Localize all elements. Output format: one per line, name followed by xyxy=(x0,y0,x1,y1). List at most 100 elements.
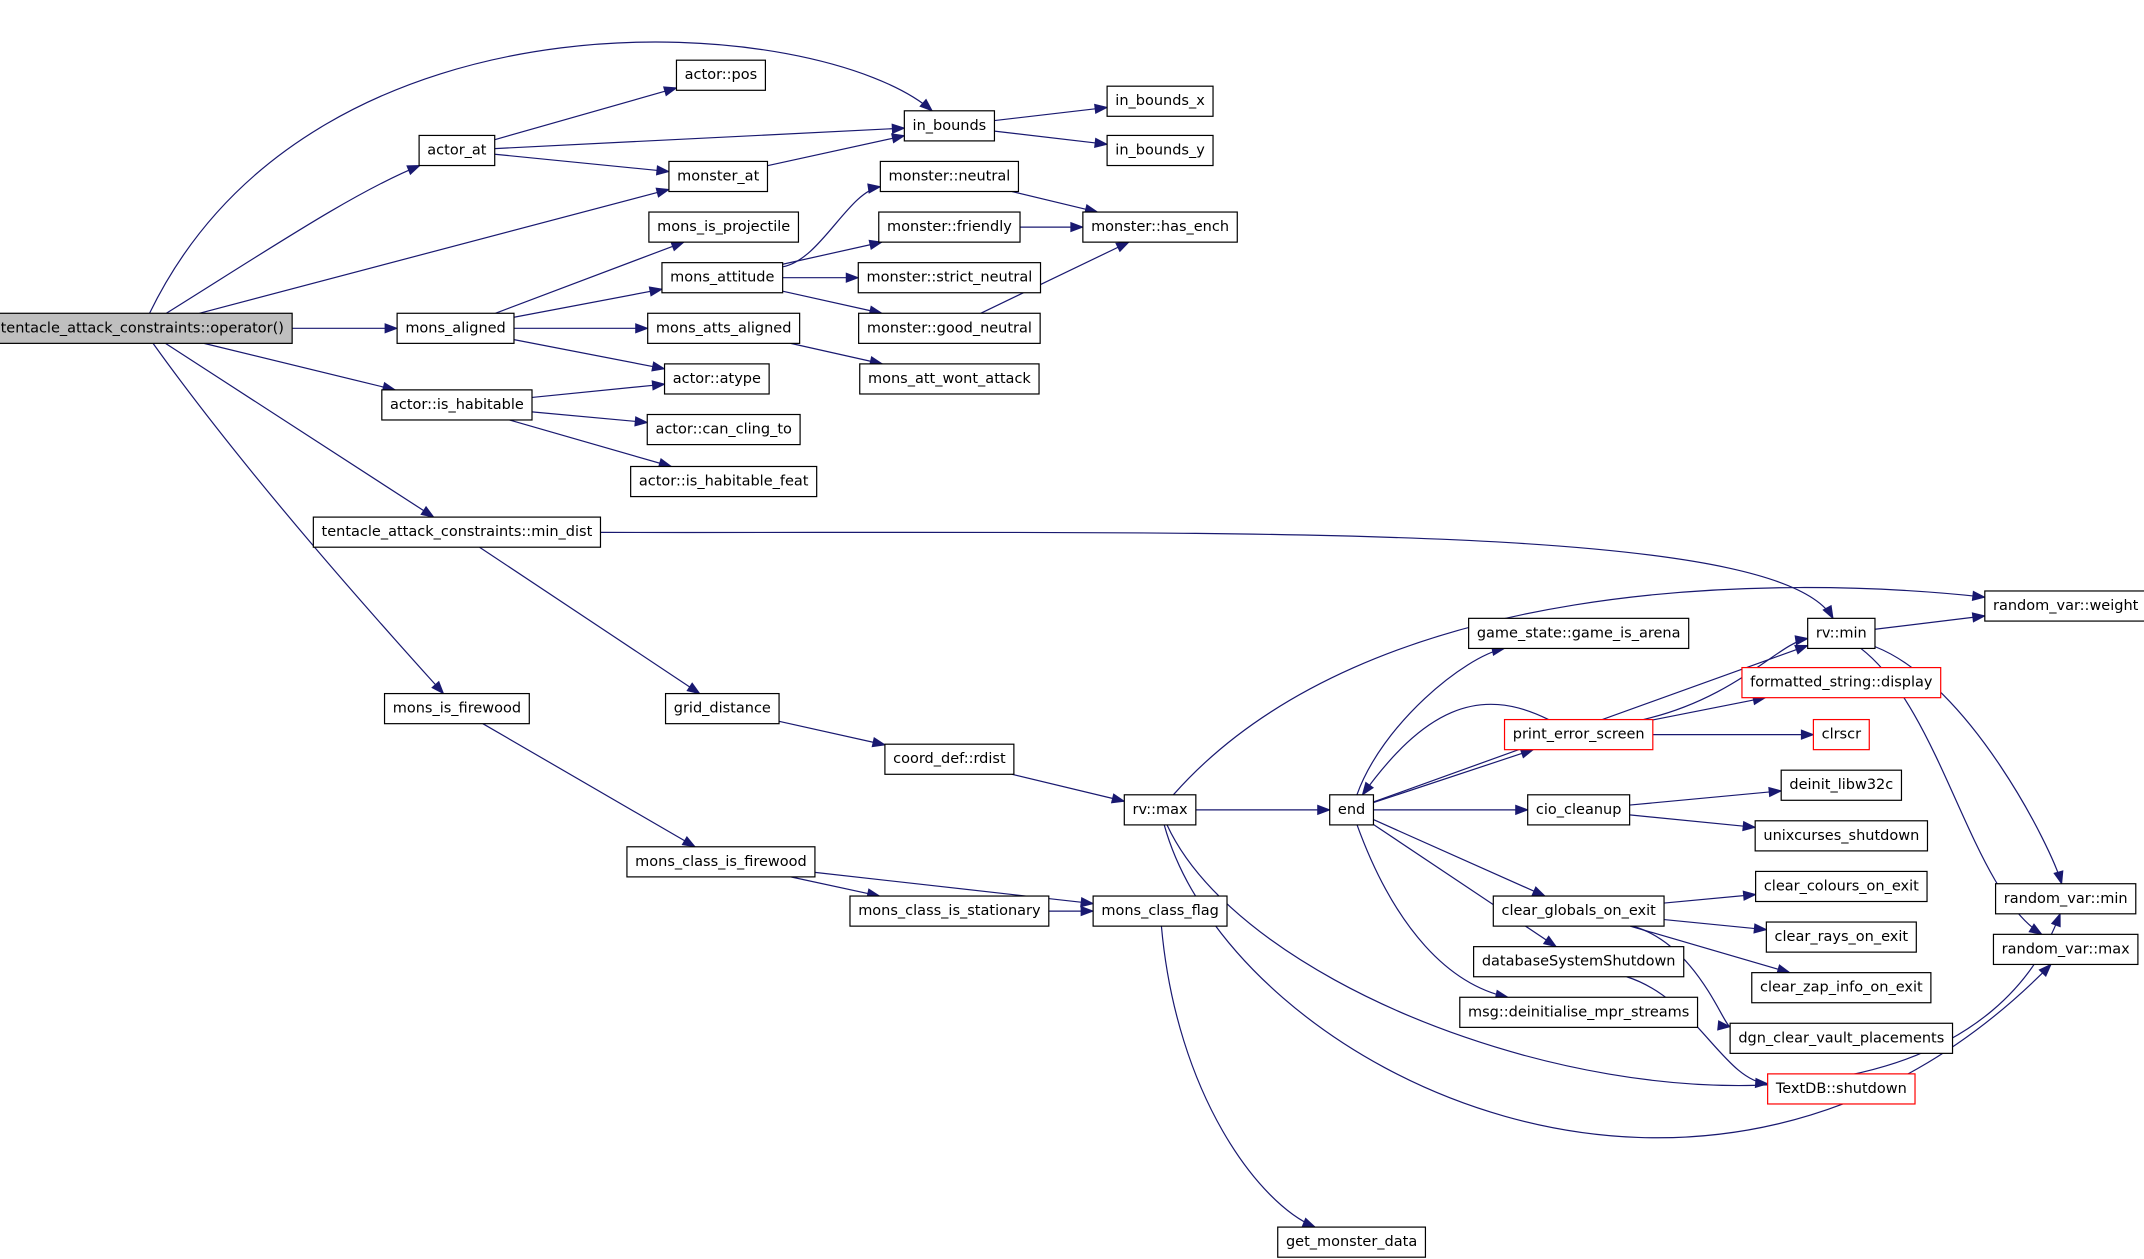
arrowhead xyxy=(1317,804,1332,816)
node-mons-class-flag[interactable]: mons_class_flag xyxy=(1092,895,1228,927)
node-end[interactable]: end xyxy=(1329,794,1375,826)
arrowhead xyxy=(2028,923,2043,936)
node-box xyxy=(1767,1073,1916,1105)
edge-mons_class_is_firewood-to-mons_class_is_stationary xyxy=(790,876,881,899)
node-formatted-string-display[interactable]: formatted_string::display xyxy=(1741,666,1942,699)
node-label: mons_att_wont_attack xyxy=(868,371,1031,387)
node-in-bounds-x[interactable]: in_bounds_x xyxy=(1106,85,1214,117)
node-label: monster::good_neutral xyxy=(867,320,1032,336)
node-root[interactable]: tentacle_attack_constraints::operator() xyxy=(0,312,293,344)
node-unixcurses-shutdown[interactable]: unixcurses_shutdown xyxy=(1754,820,1929,852)
arrowhead xyxy=(1080,905,1095,917)
node-box xyxy=(630,465,818,498)
edge-monster_friendly-to-monster_has_ench xyxy=(1020,221,1085,233)
node-box xyxy=(1994,883,2137,915)
edge-print_error_screen-to-clrscr xyxy=(1652,729,1815,740)
node-box xyxy=(646,413,801,446)
edge-clear_globals_on_exit-to-clear_rays_on_exit xyxy=(1663,918,1768,934)
arrowhead xyxy=(2038,963,2052,978)
node-box xyxy=(1492,895,1665,927)
edge-line xyxy=(778,720,886,746)
node-random-var-weight[interactable]: random_var::weight xyxy=(1984,590,2144,622)
node-min-dist[interactable]: tentacle_attack_constraints::min_dist xyxy=(312,516,602,548)
node-box xyxy=(1755,870,1928,903)
edge-line xyxy=(152,343,444,694)
node-mons-atts-aligned[interactable]: mons_atts_aligned xyxy=(647,312,801,344)
node-label: mons_aligned xyxy=(405,320,505,336)
edge-coord_def_rdist-to-rv_max xyxy=(1011,773,1126,804)
node-monster-friendly[interactable]: monster::friendly xyxy=(878,211,1021,243)
node-random-var-max[interactable]: random_var::max xyxy=(1992,933,2139,966)
node-cio-cleanup[interactable]: cio_cleanup xyxy=(1527,794,1631,826)
node-mons-class-is-firewood[interactable]: mons_class_is_firewood xyxy=(626,846,816,878)
node-box xyxy=(664,692,780,725)
node-clear-colours-on-exit[interactable]: clear_colours_on_exit xyxy=(1755,870,1928,903)
node-in-bounds-y[interactable]: in_bounds_y xyxy=(1106,134,1214,167)
node-coord-def-rdist[interactable]: coord_def::rdist xyxy=(884,743,1015,775)
node-monster-at[interactable]: monster_at xyxy=(668,160,769,193)
arrowhead xyxy=(648,286,664,297)
node-box xyxy=(1123,794,1197,826)
node-clear-rays-on-exit[interactable]: clear_rays_on_exit xyxy=(1765,921,1917,953)
node-label: monster::friendly xyxy=(887,219,1012,235)
node-game-is-arena[interactable]: game_state::game_is_arena xyxy=(1468,617,1690,650)
node-label: deinit_libw32c xyxy=(1789,777,1893,793)
node-monster-good-neutral[interactable]: monster::good_neutral xyxy=(858,312,1041,344)
node-label: tentacle_attack_constraints::operator() xyxy=(1,320,284,336)
arrowhead xyxy=(1971,612,1987,623)
edge-line xyxy=(1629,814,1756,828)
node-grid-distance[interactable]: grid_distance xyxy=(664,692,780,725)
node-label: grid_distance xyxy=(674,701,771,717)
node-database-system-shutdown[interactable]: databaseSystemShutdown xyxy=(1473,946,1685,978)
node-mons-att-wont-attack[interactable]: mons_att_wont_attack xyxy=(859,363,1040,395)
node-mons-aligned[interactable]: mons_aligned xyxy=(396,312,515,344)
node-actor-pos[interactable]: actor::pos xyxy=(675,59,767,91)
arrowhead xyxy=(1768,786,1783,798)
edge-rv_max-to-end xyxy=(1195,804,1332,816)
node-monster-has-ench[interactable]: monster::has_ench xyxy=(1082,211,1238,243)
node-monster-neutral[interactable]: monster::neutral xyxy=(879,160,1020,193)
edge-in_bounds-to-in_bounds_x xyxy=(994,103,1109,122)
node-actor-is-habitable[interactable]: actor::is_habitable xyxy=(381,389,533,421)
node-mons-class-is-stationary[interactable]: mons_class_is_stationary xyxy=(849,895,1050,927)
arrowhead xyxy=(1971,590,1987,601)
node-dgn-clear-vault-placements[interactable]: dgn_clear_vault_placements xyxy=(1729,1022,1954,1054)
edge-line xyxy=(782,241,883,265)
node-rv-min[interactable]: rv::min xyxy=(1807,617,1876,650)
node-actor-is-habitable-feat[interactable]: actor::is_habitable_feat xyxy=(630,465,818,498)
node-actor-atype[interactable]: actor::atype xyxy=(663,363,770,395)
arrowhead xyxy=(891,123,906,134)
node-print-error-screen[interactable]: print_error_screen xyxy=(1503,718,1654,751)
node-label: game_state::game_is_arena xyxy=(1477,625,1681,641)
edge-line xyxy=(494,153,669,173)
node-random-var-min[interactable]: random_var::min xyxy=(1994,883,2137,915)
node-deinit-libw32c[interactable]: deinit_libw32c xyxy=(1780,769,1903,801)
node-actor-can-cling-to[interactable]: actor::can_cling_to xyxy=(646,413,801,446)
node-in-bounds[interactable]: in_bounds xyxy=(903,110,996,142)
node-mons-attitude[interactable]: mons_attitude xyxy=(661,262,784,294)
edge-line xyxy=(166,164,421,314)
node-label: dgn_clear_vault_placements xyxy=(1738,1030,1944,1046)
node-msg-deinitialise[interactable]: msg::deinitialise_mpr_streams xyxy=(1459,996,1699,1028)
node-rv-max[interactable]: rv::max xyxy=(1123,794,1197,826)
node-mons-is-projectile[interactable]: mons_is_projectile xyxy=(648,211,800,243)
node-box xyxy=(1329,794,1375,826)
node-clear-zap-info-on-exit[interactable]: clear_zap_info_on_exit xyxy=(1751,972,1932,1004)
node-clear-globals-on-exit[interactable]: clear_globals_on_exit xyxy=(1492,895,1665,927)
edge-clear_globals_on_exit-to-dgn_clear_vault_placements xyxy=(1632,925,1732,1031)
arrowhead xyxy=(1800,729,1815,740)
edge-line xyxy=(1663,918,1767,931)
edge-in_bounds-to-in_bounds_y xyxy=(994,130,1109,149)
node-mons-is-firewood[interactable]: mons_is_firewood xyxy=(383,692,530,725)
node-label: get_monster_data xyxy=(1286,1234,1417,1250)
node-label: random_var::weight xyxy=(1993,598,2139,614)
node-textdb-shutdown[interactable]: TextDB::shutdown xyxy=(1767,1073,1916,1105)
edge-line xyxy=(767,135,905,167)
node-actor-at[interactable]: actor_at xyxy=(418,134,496,167)
node-get-monster-data[interactable]: get_monster_data xyxy=(1277,1226,1427,1258)
arrowhead xyxy=(1742,820,1757,832)
edge-line xyxy=(495,241,685,314)
node-clrscr[interactable]: clrscr xyxy=(1812,718,1870,751)
node-monster-strict-neutral[interactable]: monster::strict_neutral xyxy=(857,262,1042,294)
edge-line xyxy=(1356,824,1509,998)
